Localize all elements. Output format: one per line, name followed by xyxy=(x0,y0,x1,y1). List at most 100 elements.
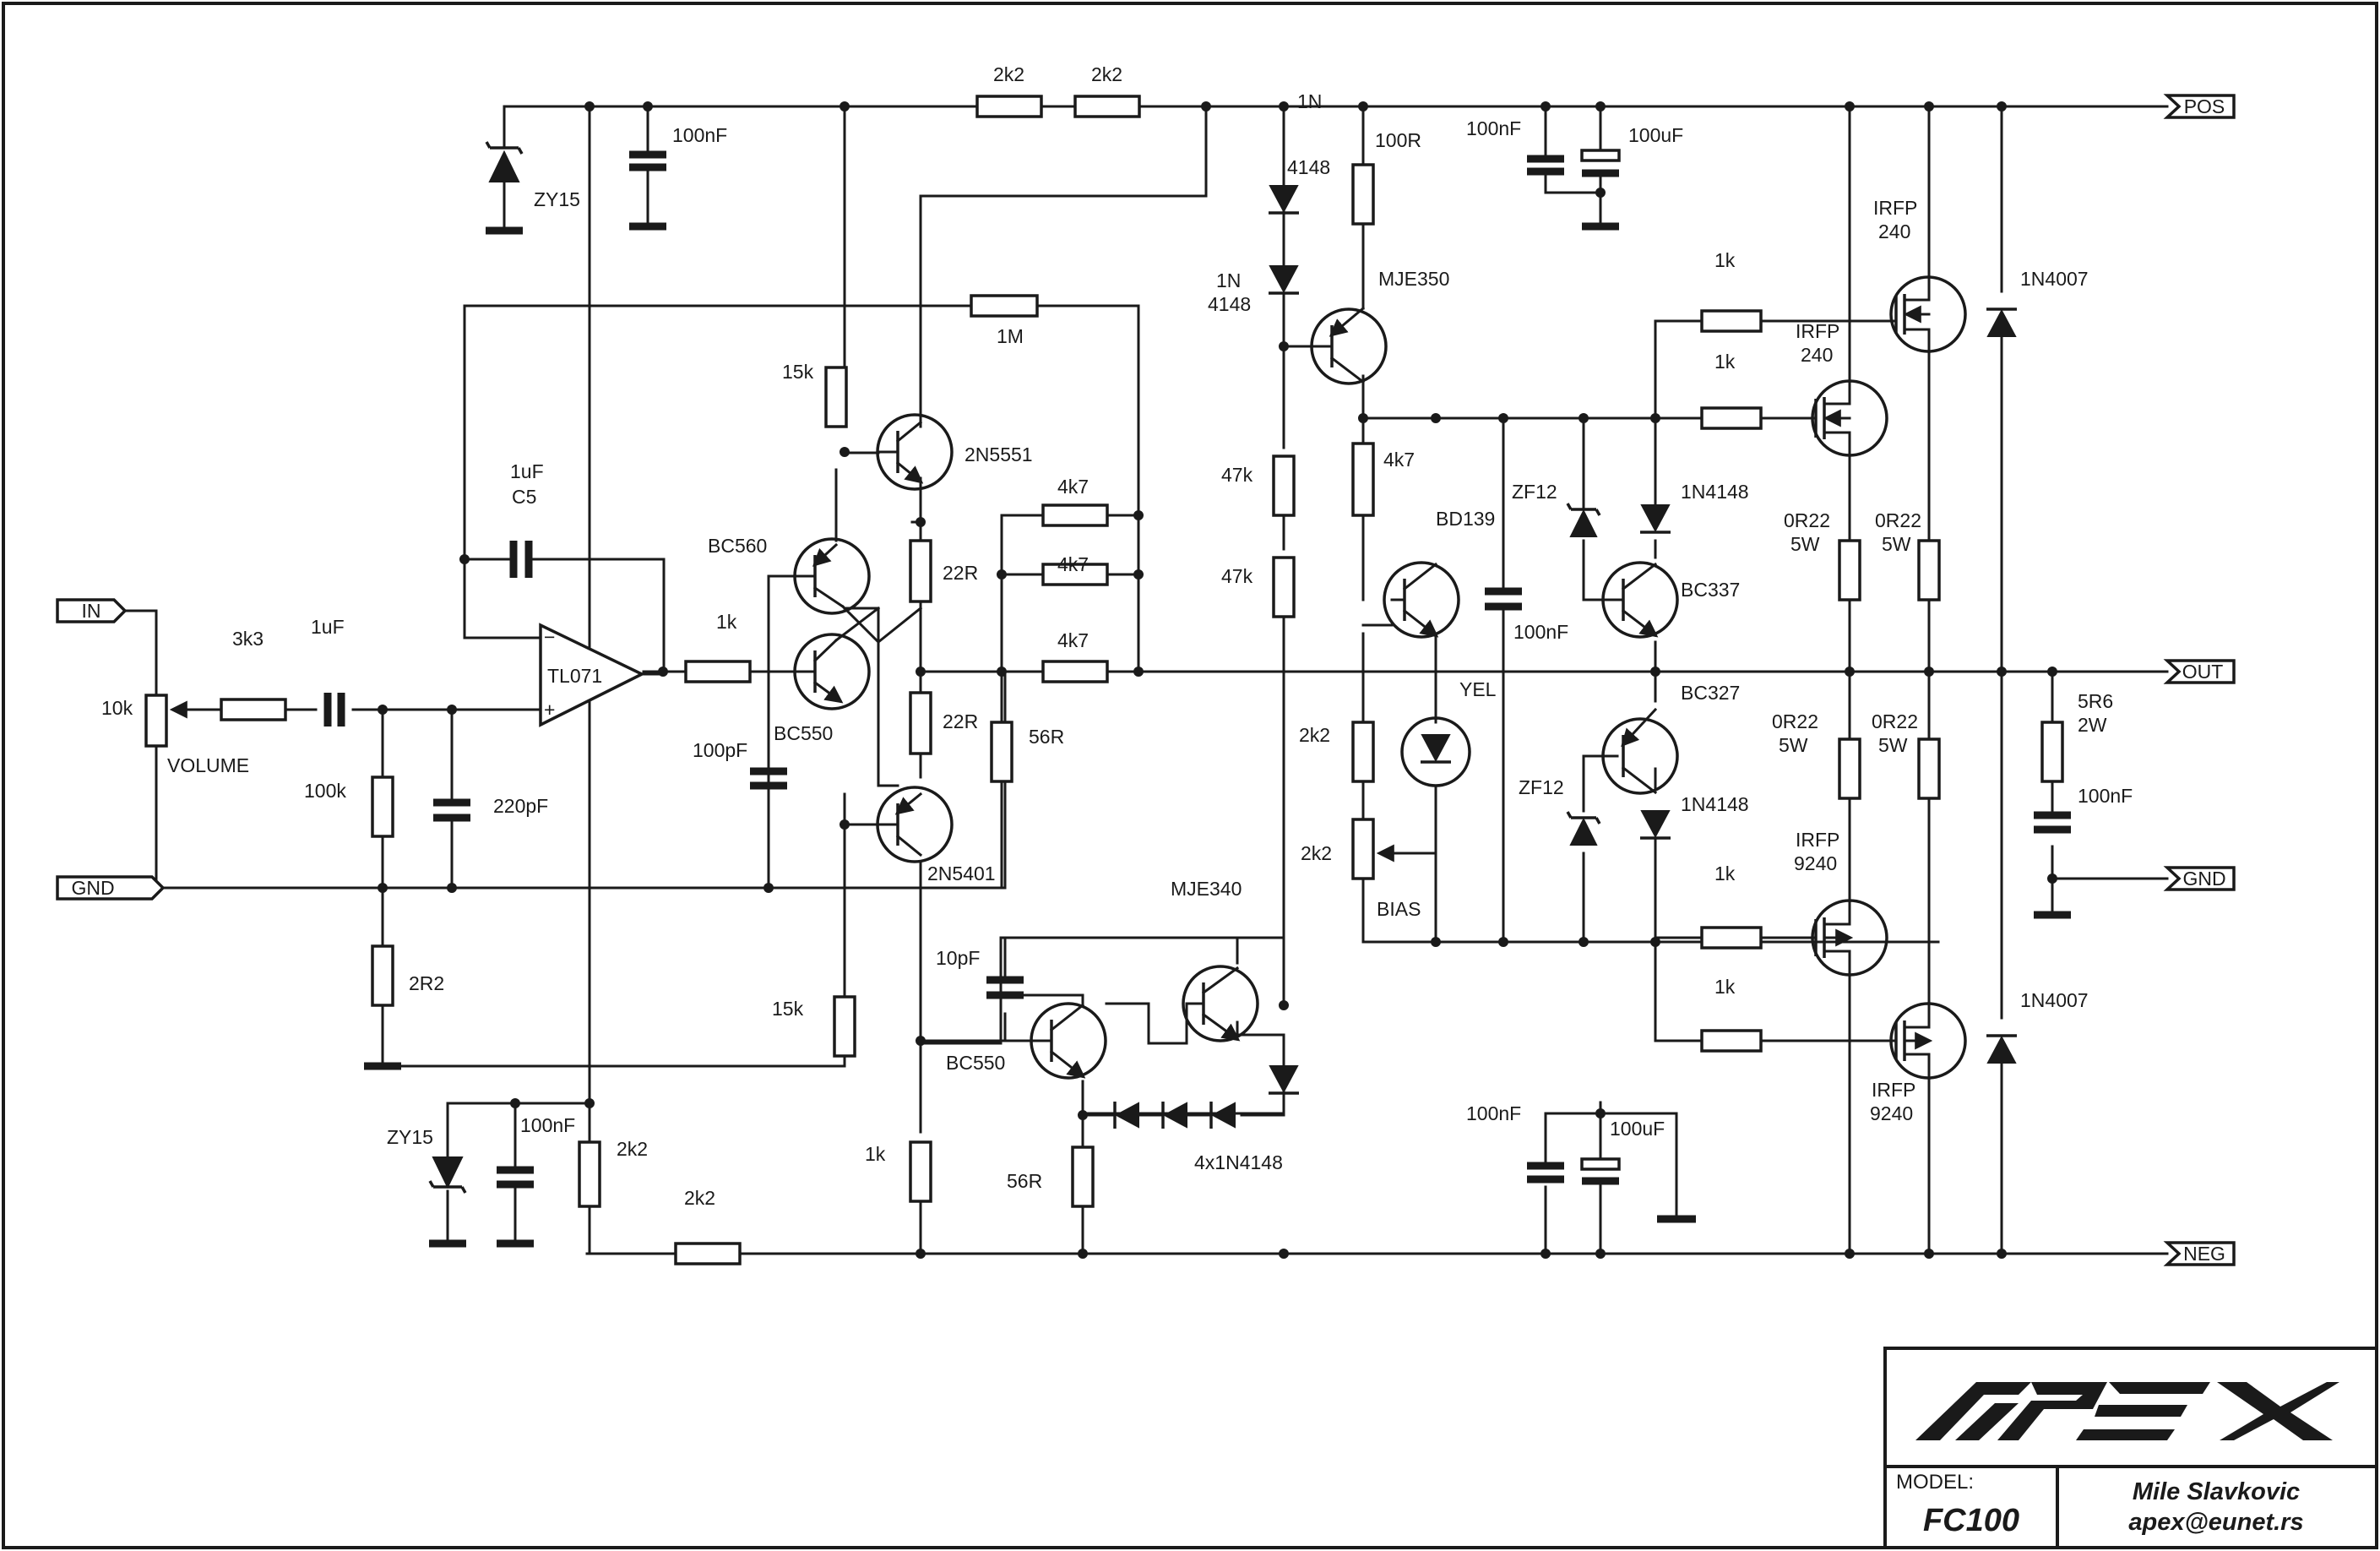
label-1n4007-top: 1N4007 xyxy=(2020,268,2089,290)
port-tags: IN GND POS OUT GND NEG xyxy=(56,94,2236,1266)
label-mje340: MJE340 xyxy=(1171,878,1242,900)
label-2k2-top2: 2k2 xyxy=(1091,63,1122,85)
label-100k: 100k xyxy=(304,780,346,802)
label-0r22-2-l1: 0R22 xyxy=(1875,509,1921,531)
junction-dots xyxy=(151,101,2057,1259)
model-value: FC100 xyxy=(1923,1503,2019,1538)
label-100nf-bot: 100nF xyxy=(520,1114,575,1136)
label-4x1n4148: 4x1N4148 xyxy=(1194,1151,1283,1173)
transistors xyxy=(792,275,1967,1083)
label-5r6-l2: 2W xyxy=(2078,714,2107,736)
label-5r6-l1: 5R6 xyxy=(2078,690,2113,712)
label-bc560: BC560 xyxy=(708,535,767,557)
mosfet-irfp9240-a xyxy=(1801,894,1888,982)
author-name: Mile Slavkovic xyxy=(2133,1478,2300,1505)
mosfet-irfp240-a xyxy=(1856,275,1967,356)
port-out: OUT xyxy=(2182,661,2224,683)
label-irfp240-b-l2: 240 xyxy=(1801,344,1833,366)
label-zf12-top: ZF12 xyxy=(1512,481,1557,503)
label-1n4148-b-l1: 1N xyxy=(1216,269,1241,291)
label-4k7-a: 4k7 xyxy=(1057,476,1089,498)
label-1k-gate-3: 1k xyxy=(1714,863,1736,884)
label-1k-gate-2: 1k xyxy=(1714,351,1736,373)
label-opamp-plus: + xyxy=(544,699,555,721)
label-220pf: 220pF xyxy=(493,795,548,817)
label-irfp9240-b-l1: IRFP xyxy=(1872,1079,1915,1101)
wiring xyxy=(121,105,2169,1255)
label-pot-10k: 10k xyxy=(101,697,133,719)
label-pot-2k2: 2k2 xyxy=(1301,842,1332,864)
label-bd139: BD139 xyxy=(1436,508,1495,530)
label-0r22-2-l2: 5W xyxy=(1882,533,1911,555)
label-10pf: 10pF xyxy=(936,947,980,969)
title-block: MODEL: FC100 Mile Slavkovic apex@eunet.r… xyxy=(1883,1347,2378,1549)
label-22r-bot: 22R xyxy=(943,710,978,732)
label-100uf-top-right: 100uF xyxy=(1628,124,1683,146)
label-1n4148-top: 1N4148 xyxy=(1681,481,1749,503)
label-1k-gate-1: 1k xyxy=(1714,249,1736,271)
label-zy15-bot: ZY15 xyxy=(387,1126,433,1148)
label-2n5551: 2N5551 xyxy=(964,444,1033,465)
port-gnd-right: GND xyxy=(2182,868,2225,890)
label-bc327: BC327 xyxy=(1681,682,1740,704)
label-0r22-3-l1: 0R22 xyxy=(1772,710,1818,732)
label-1k-bot: 1k xyxy=(865,1143,886,1165)
apex-logo xyxy=(1915,1382,2339,1440)
label-1k-opamp: 1k xyxy=(716,611,737,633)
label-0r22-4-l2: 5W xyxy=(1878,734,1908,756)
label-100nf-vas: 100nF xyxy=(1513,621,1568,643)
opamp-tl071 xyxy=(539,623,665,727)
label-1n4148-a-l2: 4148 xyxy=(1287,156,1330,178)
mosfet-irfp240-b xyxy=(1801,378,1888,462)
label-56r-mid: 56R xyxy=(1029,726,1064,748)
label-3k3: 3k3 xyxy=(232,628,264,650)
component-labels: 10k VOLUME 3k3 1uF 100k 220pF 2R2 TL071 … xyxy=(101,63,2133,1209)
label-100nf-top-right: 100nF xyxy=(1466,117,1521,139)
label-47k-a: 47k xyxy=(1221,464,1253,486)
label-1n4148-bot: 1N4148 xyxy=(1681,793,1749,815)
label-bc337: BC337 xyxy=(1681,579,1740,601)
diodes xyxy=(428,138,2017,1194)
label-1n4148-b-l2: 4148 xyxy=(1208,293,1251,315)
resistors-vertical xyxy=(371,163,2064,1208)
label-1k-gate-4: 1k xyxy=(1714,976,1736,998)
port-pos: POS xyxy=(2184,95,2225,117)
mosfet-irfp9240-b xyxy=(1856,999,1967,1083)
port-gnd-left: GND xyxy=(71,877,114,899)
label-bc550-input: BC550 xyxy=(774,722,833,744)
port-in: IN xyxy=(82,600,101,622)
label-1n4148-a-l1: 1N xyxy=(1297,90,1322,112)
label-2k2-vas: 2k2 xyxy=(1299,724,1330,746)
potentiometers xyxy=(144,694,1429,880)
label-15k-bot: 15k xyxy=(772,998,804,1020)
label-irfp9240-a-l2: 9240 xyxy=(1794,852,1837,874)
label-tl071: TL071 xyxy=(547,665,602,687)
resistors-horizontal xyxy=(220,95,1763,1265)
port-neg: NEG xyxy=(2183,1243,2225,1265)
label-volume: VOLUME xyxy=(167,754,249,776)
label-2r2: 2R2 xyxy=(409,972,444,994)
label-opamp-minus: − xyxy=(544,626,555,648)
label-2k2-bot2: 2k2 xyxy=(684,1187,715,1209)
label-irfp240-b-l1: IRFP xyxy=(1796,320,1839,342)
label-0r22-4-l1: 0R22 xyxy=(1872,710,1918,732)
label-yel: YEL xyxy=(1459,678,1497,700)
label-1m: 1M xyxy=(997,325,1024,347)
label-c5-value: 1uF xyxy=(510,460,544,482)
ground-symbols xyxy=(364,205,523,1248)
label-irfp9240-a-l1: IRFP xyxy=(1796,829,1839,851)
label-bc550-mirror: BC550 xyxy=(946,1052,1005,1074)
label-100nf-top: 100nF xyxy=(672,124,727,146)
label-56r: 56R xyxy=(1007,1170,1042,1192)
capacitors xyxy=(323,138,2071,1248)
label-1n4007-bot: 1N4007 xyxy=(2020,989,2089,1011)
author-email: apex@eunet.rs xyxy=(2128,1509,2303,1536)
label-0r22-3-l2: 5W xyxy=(1779,734,1808,756)
bias-pot xyxy=(1351,818,1375,880)
label-bias: BIAS xyxy=(1377,898,1421,920)
label-4k7-b: 4k7 xyxy=(1057,553,1089,575)
label-zf12-bot: ZF12 xyxy=(1519,776,1564,798)
label-4k7-c: 4k7 xyxy=(1057,629,1089,651)
